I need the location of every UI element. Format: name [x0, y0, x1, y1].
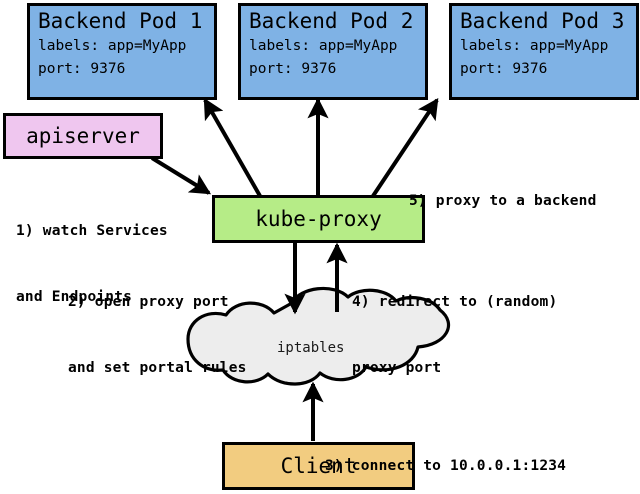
step-3-label: 3) connect to 10.0.0.1:1234 [325, 411, 566, 494]
node-apiserver[interactable]: apiserver [3, 113, 163, 159]
step-4-line-2: proxy port [352, 360, 442, 376]
step-2-label: 2) open proxy port and set portal rules [68, 247, 247, 423]
step-1-label: 1) watch Services and Endpoints [16, 176, 168, 352]
backend-pod-2-title: Backend Pod 2 [249, 9, 414, 33]
step-5-line-1: 5) proxy to a backend [409, 193, 597, 209]
edge-kubeproxy-to-pod1 [203, 97, 262, 197]
step-2-line-1: 2) open proxy port [68, 294, 229, 310]
step-1-line-2: and Endpoints [16, 289, 133, 305]
backend-pod-3-port: port: 9376 [460, 61, 548, 77]
backend-pod-2-labels: labels: app=MyApp [249, 38, 398, 54]
node-client[interactable]: Client [222, 442, 415, 490]
node-backend-pod-1[interactable]: Backend Pod 1 labels: app=MyApp port: 93… [27, 3, 217, 100]
node-backend-pod-2[interactable]: Backend Pod 2 labels: app=MyApp port: 93… [238, 3, 428, 100]
client-label: Client [280, 454, 357, 478]
step-1-line-1: 1) watch Services [16, 223, 168, 239]
node-backend-pod-3[interactable]: Backend Pod 3 labels: app=MyApp port: 93… [449, 3, 639, 100]
step-3-line-1: 3) connect to 10.0.0.1:1234 [325, 458, 567, 474]
backend-pod-1-labels: labels: app=MyApp [38, 38, 187, 54]
backend-pod-1-title: Backend Pod 1 [38, 9, 203, 33]
backend-pod-1-port: port: 9376 [38, 61, 126, 77]
step-2-line-2: and set portal rules [68, 360, 247, 376]
step-4-label: 4) redirect to (random) proxy port [352, 247, 557, 423]
node-kube-proxy[interactable]: kube-proxy [212, 195, 425, 243]
step-5-label: 5) proxy to a backend [409, 146, 597, 256]
kube-proxy-label: kube-proxy [255, 207, 382, 231]
backend-pod-2-port: port: 9376 [249, 61, 337, 77]
apiserver-label: apiserver [26, 124, 140, 148]
step-4-line-1: 4) redirect to (random) [352, 294, 558, 310]
backend-pod-3-labels: labels: app=MyApp [460, 38, 609, 54]
iptables-label: iptables [277, 340, 345, 356]
backend-pod-3-title: Backend Pod 3 [460, 9, 625, 33]
